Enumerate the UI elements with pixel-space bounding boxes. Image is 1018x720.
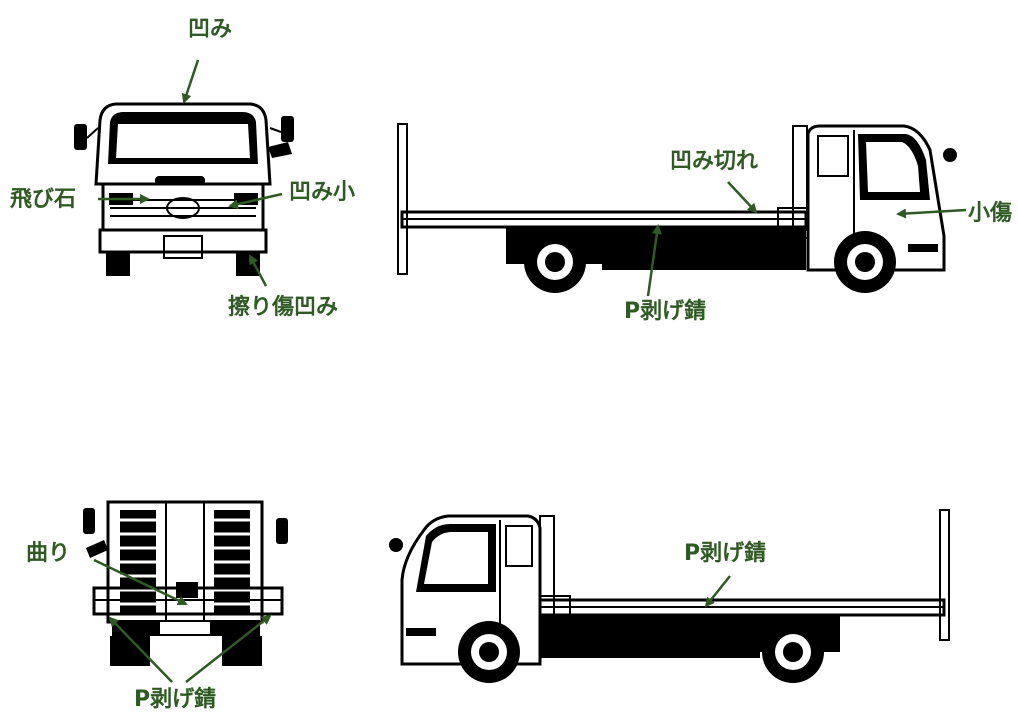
label-bend: 曲り [26, 541, 70, 566]
arrow-bend [93, 558, 188, 606]
arrow-paint-peel-rear-right [185, 614, 272, 683]
label-small-scratch: 小傷 [968, 200, 1012, 226]
arrow-scratch-dent [248, 254, 268, 287]
label-paint-peel-rear: P剥げ錆 [134, 686, 216, 712]
annotation-arrows [93, 59, 967, 683]
arrow-small-scratch [896, 208, 967, 219]
arrow-paint-peel-side-left [704, 575, 731, 608]
label-scratch-dent: 擦り傷凹み [228, 294, 338, 320]
annotation-labels: 凹み 飛び石 凹み小 擦り傷凹み 凹み切れ 小傷 P剥げ錆 曲り P剥げ錆 P剥… [10, 17, 1012, 712]
arrow-top-dent [181, 59, 200, 104]
arrow-paint-peel-side-right [646, 224, 662, 297]
arrow-small-dent [228, 192, 283, 210]
label-paint-peel-side-right: P剥げ錆 [624, 298, 706, 324]
truck-left-side-view [389, 509, 950, 683]
arrow-paint-peel-rear-left [108, 616, 173, 683]
arrow-dent-cut [727, 181, 758, 214]
label-paint-peel-side-left: P剥げ錆 [684, 540, 766, 566]
truck-rear-view [83, 500, 288, 666]
truck-front-view [74, 102, 294, 276]
label-small-dent: 凹み小 [289, 180, 355, 205]
label-top-dent: 凹み [188, 17, 232, 42]
label-dent-cut: 凹み切れ [670, 149, 758, 174]
label-stone-chip: 飛び石 [10, 187, 76, 212]
